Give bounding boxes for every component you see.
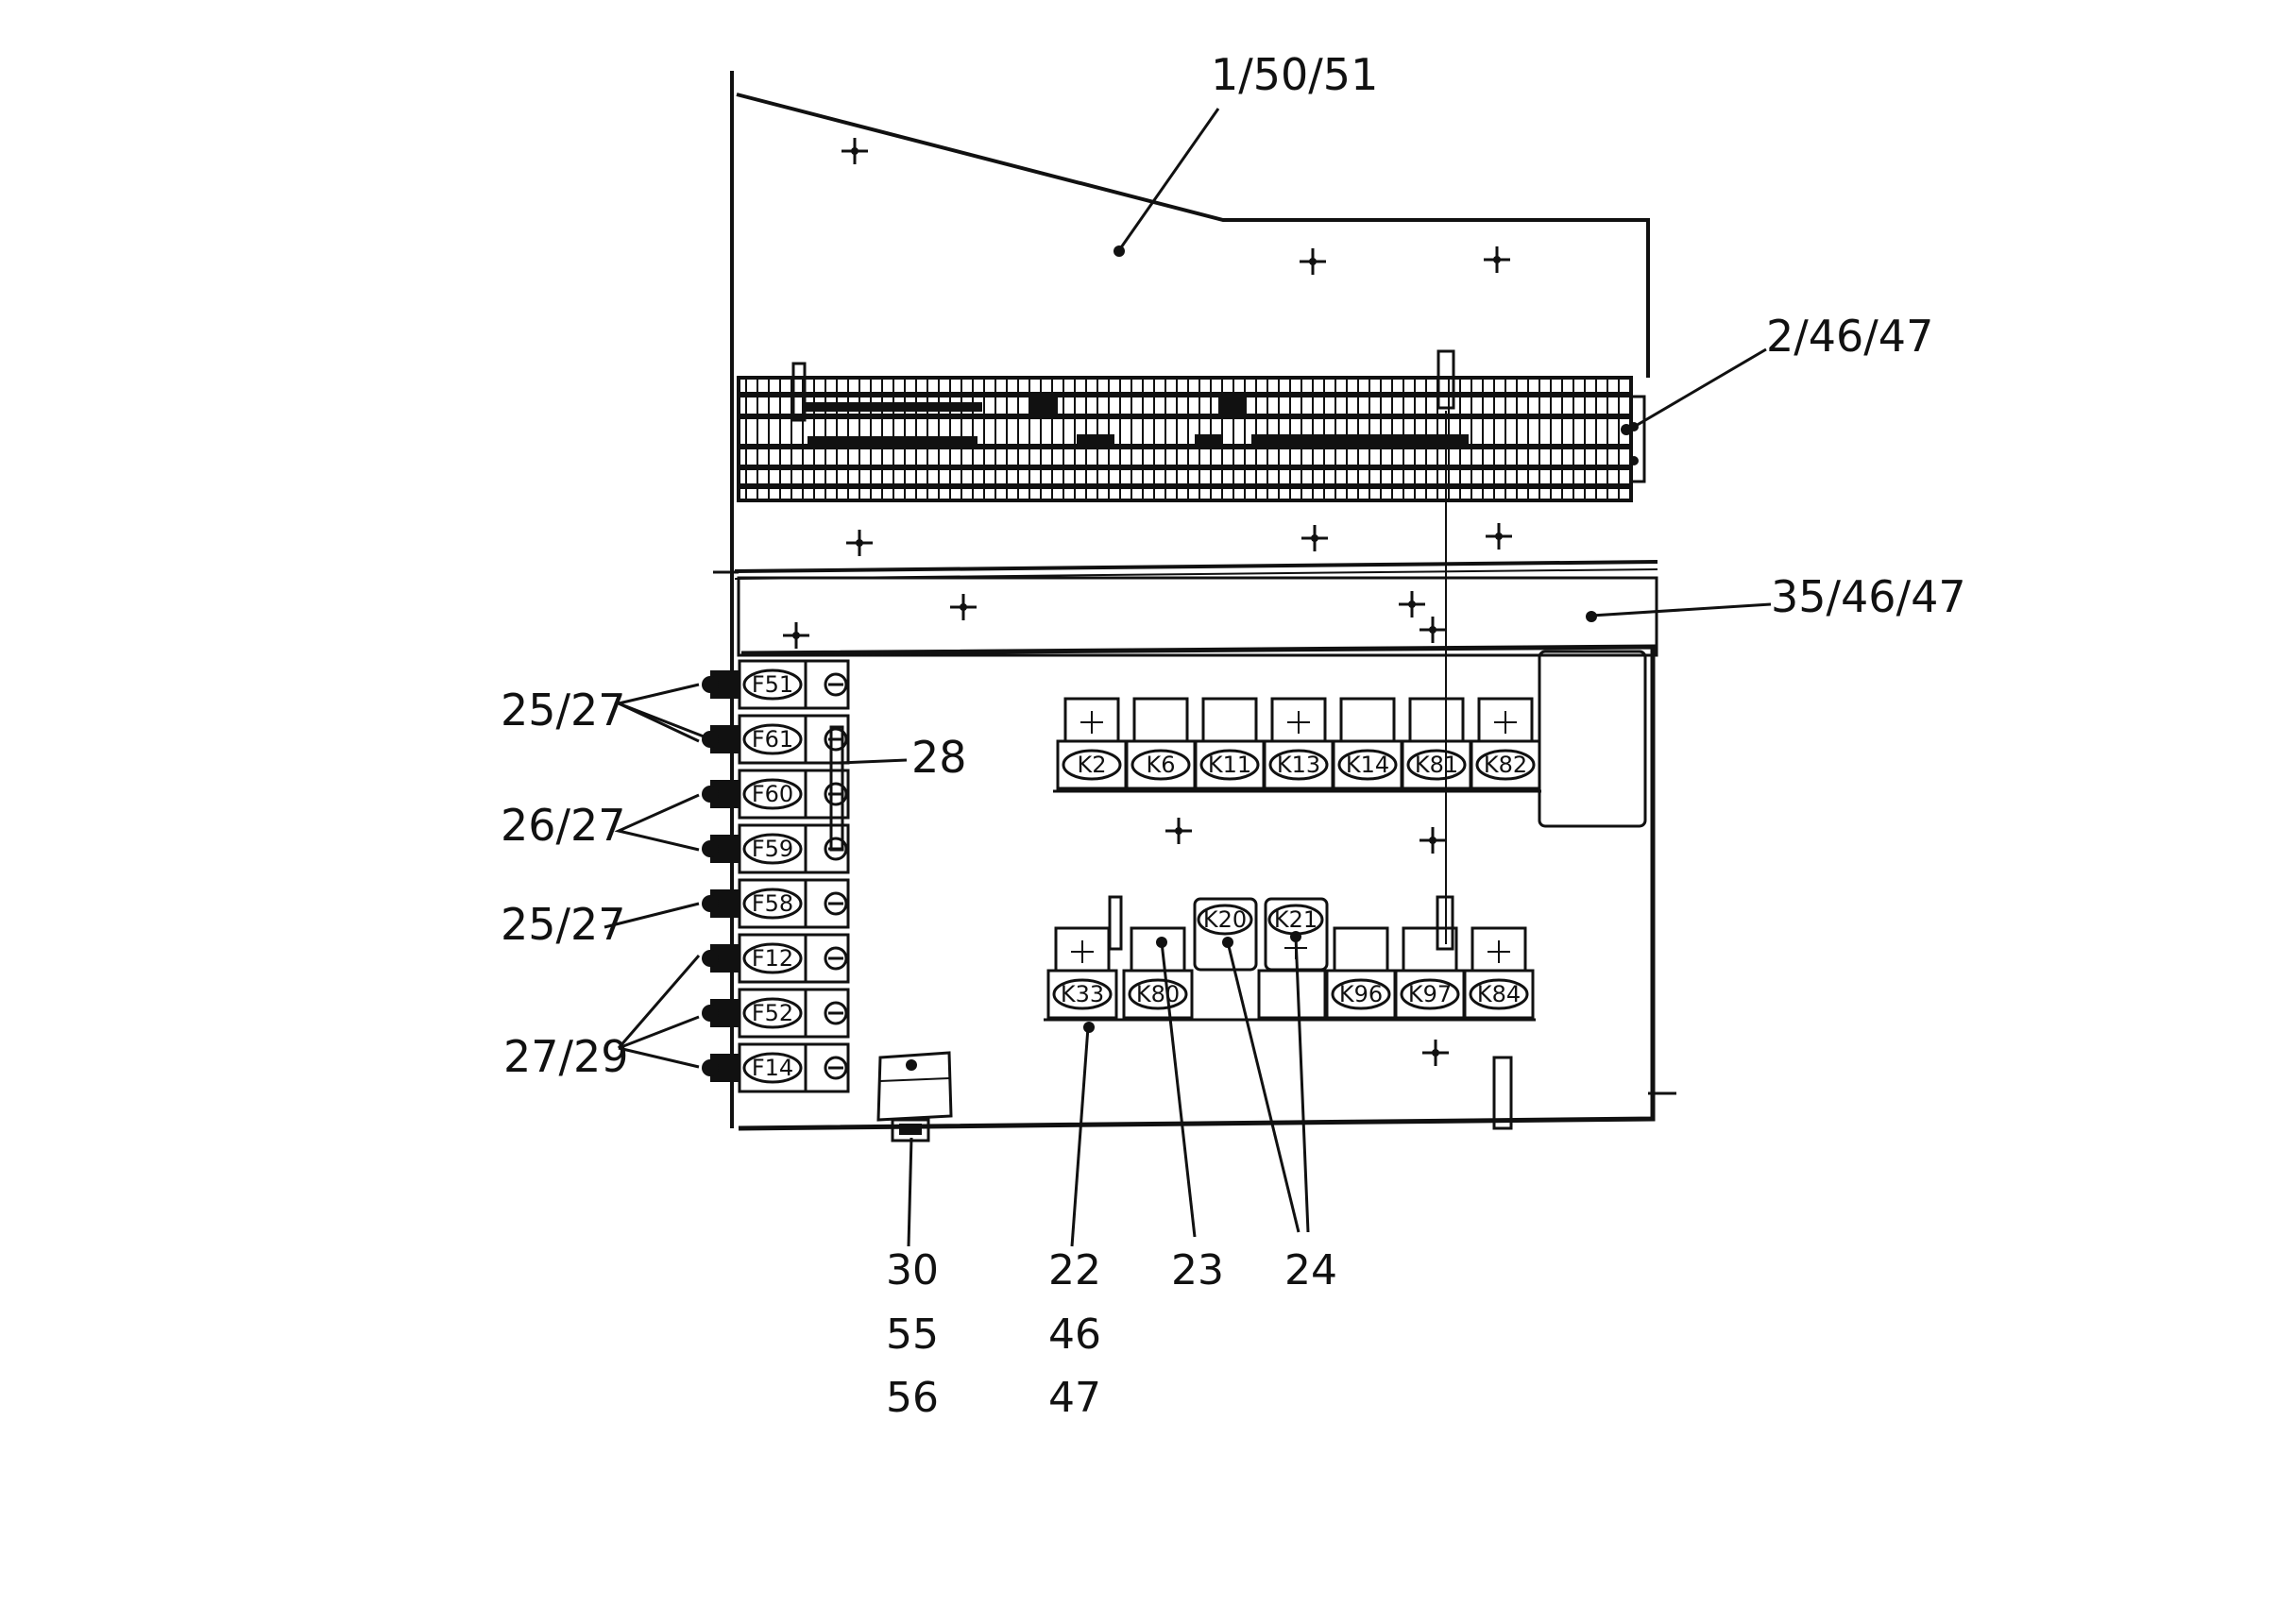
screw-mark: [783, 622, 809, 649]
relay-raised: K20: [1193, 897, 1258, 972]
relay: K96: [1325, 926, 1397, 1020]
relay-label: K21: [1274, 906, 1318, 933]
relay-row-lower: K33 K80 K96 K97 K84 K20 K21: [1044, 897, 1536, 1022]
fuse-holder: F14: [702, 1042, 850, 1093]
fuse-holder: F12: [702, 933, 850, 984]
fuse-label: F60: [752, 781, 793, 807]
fuse-holder: F52: [702, 988, 850, 1039]
relay-label: K20: [1203, 906, 1247, 933]
fuse-label: F14: [752, 1055, 793, 1081]
relay-label: K6: [1146, 752, 1175, 778]
terminal-strip: [737, 376, 1646, 502]
screw-mark: [842, 138, 868, 164]
threaded-studs: [791, 349, 1513, 1130]
screw-mark: [950, 594, 977, 620]
mounting-plate: [738, 644, 1676, 1131]
relay-label: K33: [1061, 981, 1104, 1007]
ref-30: 30: [886, 1246, 939, 1294]
relay-row-upper: K2 K6 K11 K13 K14 K81 K82: [1053, 697, 1541, 793]
ref-24: 24: [1284, 1246, 1337, 1294]
screw-mark: [1420, 827, 1446, 854]
fuse-holder: F51: [702, 659, 850, 710]
fuse-label: F52: [752, 1000, 793, 1026]
fuse-label: F12: [752, 945, 793, 972]
mounting-screws: [783, 138, 1512, 1066]
screw-mark: [1484, 246, 1510, 273]
fuse-holder: F59: [702, 823, 850, 874]
relay: K33: [1046, 926, 1118, 1020]
relay: K6: [1125, 697, 1197, 790]
relay: K81: [1401, 697, 1472, 790]
screw-mark: [1165, 818, 1192, 844]
relay-label: K84: [1477, 981, 1521, 1007]
relay: K2: [1056, 697, 1128, 790]
screw-mark: [1399, 591, 1425, 617]
leader-lines: [604, 108, 1772, 1247]
relay: K11: [1194, 697, 1266, 790]
ref-56: 56: [886, 1374, 939, 1422]
ref-22: 22: [1048, 1246, 1101, 1294]
connector-30: [876, 1051, 953, 1142]
callout-terminal-strip: 2/46/47: [1766, 311, 1933, 362]
bridge-bar: [829, 725, 844, 852]
screw-mark: [846, 530, 873, 556]
relay-label: K81: [1415, 752, 1458, 778]
ref-46: 46: [1048, 1311, 1101, 1359]
relay-label: K13: [1277, 752, 1320, 778]
ref-47: 47: [1048, 1374, 1101, 1422]
relay: K80: [1122, 926, 1194, 1020]
callout-fuse-group-d: 27/29: [503, 1031, 629, 1082]
fuse-label: F58: [752, 890, 793, 917]
callout-bridge: 28: [911, 732, 967, 783]
ref-23: 23: [1171, 1246, 1224, 1294]
fuse-holder: F58: [702, 878, 850, 929]
fuse-holder: F60: [702, 769, 850, 820]
relay-label: K97: [1408, 981, 1452, 1007]
fuse-label: F61: [752, 726, 793, 753]
relay-label: K80: [1136, 981, 1180, 1007]
relay-label: K96: [1339, 981, 1383, 1007]
callout-top-panel: 1/50/51: [1211, 49, 1378, 100]
screw-mark: [1422, 1040, 1449, 1066]
relay: K82: [1470, 697, 1541, 790]
screw-mark: [1420, 617, 1446, 643]
fuse-holder: F61: [702, 714, 850, 765]
relay-label: K11: [1208, 752, 1251, 778]
relay-label: K82: [1484, 752, 1527, 778]
relay: K13: [1263, 697, 1334, 790]
relay: K14: [1332, 697, 1403, 790]
fuse-label: F51: [752, 671, 793, 698]
screw-mark: [1301, 525, 1328, 551]
callout-fuse-group-b: 26/27: [501, 800, 626, 851]
callout-mid-rail: 35/46/47: [1771, 571, 1966, 622]
callout-fuse-group-c: 25/27: [501, 899, 626, 950]
screw-mark: [1300, 248, 1326, 275]
mid-rail: [713, 570, 1658, 657]
relay-label: K2: [1077, 752, 1106, 778]
relay-label: K14: [1346, 752, 1389, 778]
ref-55: 55: [886, 1311, 939, 1359]
callout-fuse-group-a: 25/27: [501, 685, 626, 736]
screw-mark: [1486, 523, 1512, 550]
fuse-label: F59: [752, 836, 793, 862]
relay: K84: [1463, 926, 1535, 1020]
